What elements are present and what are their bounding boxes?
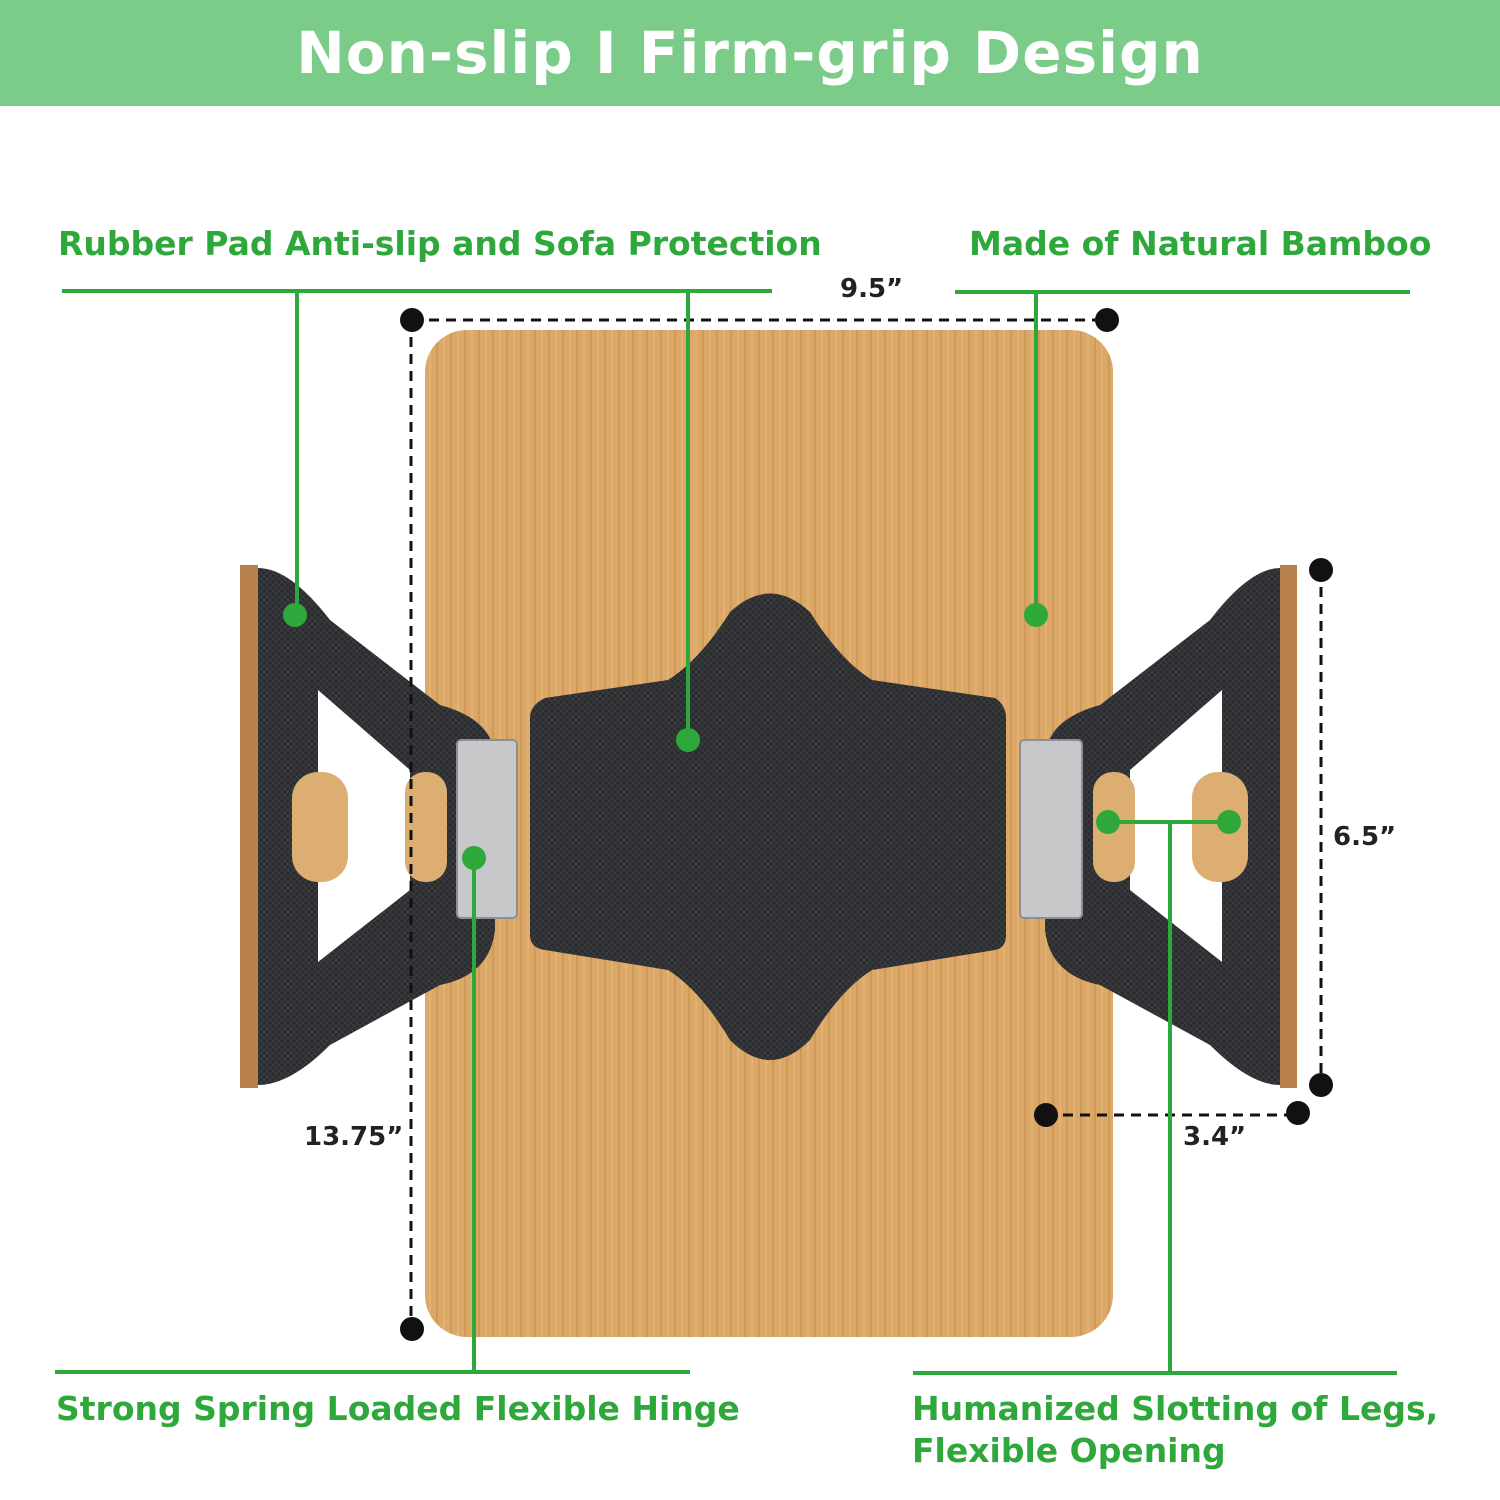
rubber-pad	[530, 593, 1006, 1060]
dimension-width: 9.5”	[840, 274, 904, 304]
callout-hinge: Strong Spring Loaded Flexible Hinge	[56, 1389, 740, 1428]
left-leg	[240, 565, 495, 1088]
dimension-length: 13.75”	[304, 1122, 404, 1152]
callout-slotting-1: Humanized Slotting of Legs,	[912, 1389, 1439, 1428]
callout-rubber-pad: Rubber Pad Anti-slip and Sofa Protection	[58, 224, 822, 263]
callout-dots	[283, 603, 1241, 870]
right-hinge	[1019, 739, 1083, 919]
left-hinge	[456, 739, 518, 919]
callout-slotting-2: Flexible Opening	[912, 1431, 1226, 1470]
right-leg	[1045, 565, 1297, 1088]
dimension-dots	[400, 308, 1333, 1341]
header-banner: Non-slip I Firm-grip Design	[0, 0, 1500, 106]
callout-bamboo: Made of Natural Bamboo	[969, 224, 1432, 263]
dimension-leg-depth: 3.4”	[1183, 1122, 1247, 1152]
dimension-leg-height: 6.5”	[1333, 822, 1397, 852]
page-title: Non-slip I Firm-grip Design	[296, 19, 1204, 87]
callout-lines	[55, 289, 1410, 1375]
